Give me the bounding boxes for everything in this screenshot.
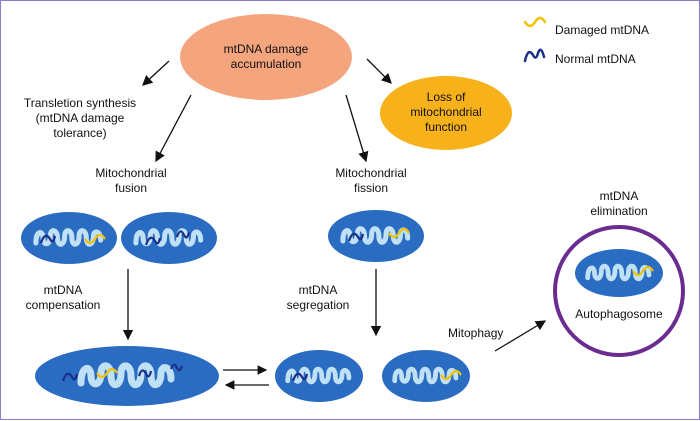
arrow-to-loss xyxy=(366,58,392,84)
elimination-line-2: elimination xyxy=(590,204,648,218)
damage-accumulation-node xyxy=(180,14,352,100)
segregation-line-1: mtDNA xyxy=(298,283,338,297)
elimination-label: mtDNA elimination xyxy=(571,189,667,219)
fission-label: Mitochondrial fission xyxy=(316,166,426,196)
accumulation-line-2: accumulation xyxy=(230,57,302,71)
translesion-label: Transletion synthesis (mtDNA damage tole… xyxy=(5,96,155,141)
damage-accumulation-label: mtDNA damage accumulation xyxy=(196,42,336,72)
loss-of-function-node xyxy=(380,76,512,150)
fusion-mitochondrion-right xyxy=(121,212,217,264)
loss-line-1: Loss of xyxy=(426,90,466,104)
arrow-mitophagy xyxy=(494,320,547,352)
fusion-label: Mitochondrial fusion xyxy=(76,166,186,196)
fused-mitochondrion xyxy=(35,346,219,406)
arrow-to-fission xyxy=(345,94,369,163)
legend-normal-label: Normal mtDNA xyxy=(555,52,636,66)
translesion-line-3: tolerance) xyxy=(53,126,107,140)
arrow-to-fusion xyxy=(155,94,192,163)
fusion-line-1: Mitochondrial xyxy=(95,166,167,180)
autophagosome xyxy=(553,225,685,357)
legend-damaged-icon xyxy=(523,16,547,28)
loss-line-2: mitochondrial xyxy=(410,105,482,119)
mitophagy-label: Mitophagy xyxy=(448,326,504,340)
arrow-to-translesion xyxy=(142,60,170,86)
compensation-line-2: compensation xyxy=(25,298,101,312)
segregation-label: mtDNA segregation xyxy=(273,283,363,313)
segregated-mitochondrion-normal xyxy=(275,350,363,402)
fission-mitochondrion xyxy=(328,210,424,262)
fission-line-1: Mitochondrial xyxy=(335,166,407,180)
segregation-line-2: segregation xyxy=(286,298,350,312)
fission-line-2: fission xyxy=(353,181,388,195)
fusion-mitochondrion-left xyxy=(21,212,117,264)
segregated-mitochondrion-damaged xyxy=(382,350,470,402)
loss-of-function-label: Loss of mitochondrial function xyxy=(386,90,506,135)
legend-damaged-label: Damaged mtDNA xyxy=(555,23,650,37)
compensation-line-1: mtDNA xyxy=(43,283,83,297)
accumulation-line-1: mtDNA damage xyxy=(223,42,309,56)
loss-line-3: function xyxy=(424,120,468,134)
translesion-line-1: Transletion synthesis xyxy=(23,96,137,110)
elimination-line-1: mtDNA xyxy=(599,189,639,203)
compensation-label: mtDNA compensation xyxy=(13,283,113,313)
translesion-line-2: (mtDNA damage xyxy=(35,111,125,125)
fusion-line-2: fusion xyxy=(114,181,148,195)
autophagosome-label: Autophagosome xyxy=(575,307,663,321)
legend-normal-icon xyxy=(523,48,546,63)
